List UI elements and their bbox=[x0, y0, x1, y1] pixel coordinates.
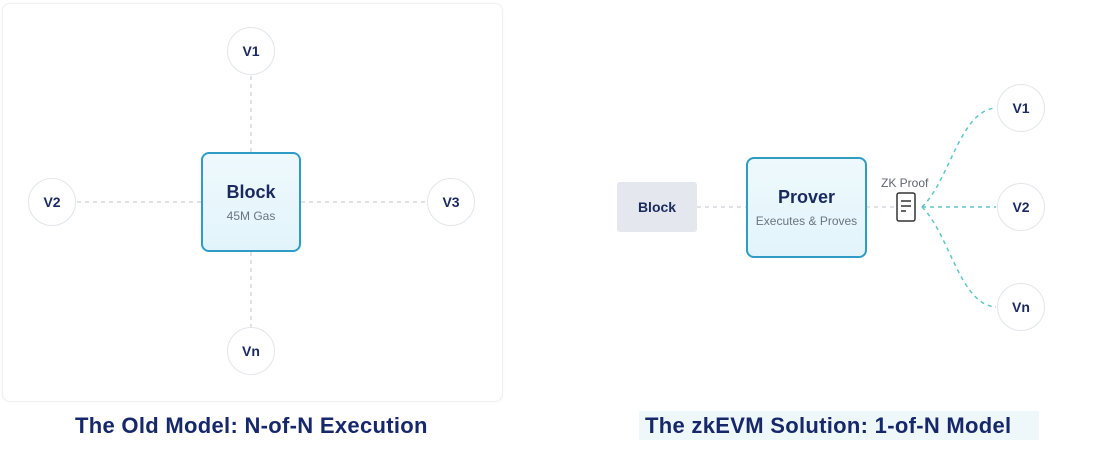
prover-label: Prover bbox=[777, 187, 836, 207]
prover-node: Prover Executes & Proves bbox=[746, 157, 867, 258]
block-label: Block bbox=[226, 181, 276, 202]
validator-vn: Vn bbox=[227, 327, 275, 375]
zk-validator-v1: V1 bbox=[997, 84, 1045, 132]
document-icon bbox=[896, 192, 916, 222]
zk-validator-vn: Vn bbox=[997, 283, 1045, 331]
block-gas: 45M Gas bbox=[226, 208, 276, 223]
validator-v3: V3 bbox=[427, 178, 475, 226]
validator-v1: V1 bbox=[227, 27, 275, 75]
validator-v2: V2 bbox=[28, 178, 76, 226]
prover-sublabel: Executes & Proves bbox=[755, 214, 858, 228]
zk-block-node: Block bbox=[617, 182, 697, 232]
edge-proof-v1 bbox=[921, 107, 997, 208]
zkevm-model-title: The zkEVM Solution: 1-of-N Model bbox=[645, 413, 1012, 438]
zk-validator-v2: V2 bbox=[997, 183, 1045, 231]
zkevm-title-highlight bbox=[639, 411, 1039, 440]
old-model-title: The Old Model: N-of-N Execution bbox=[75, 413, 428, 438]
zk-proof-label: ZK Proof bbox=[881, 176, 929, 190]
old-block-node: Block 45M Gas bbox=[201, 152, 301, 252]
edge-proof-vn bbox=[921, 206, 997, 308]
